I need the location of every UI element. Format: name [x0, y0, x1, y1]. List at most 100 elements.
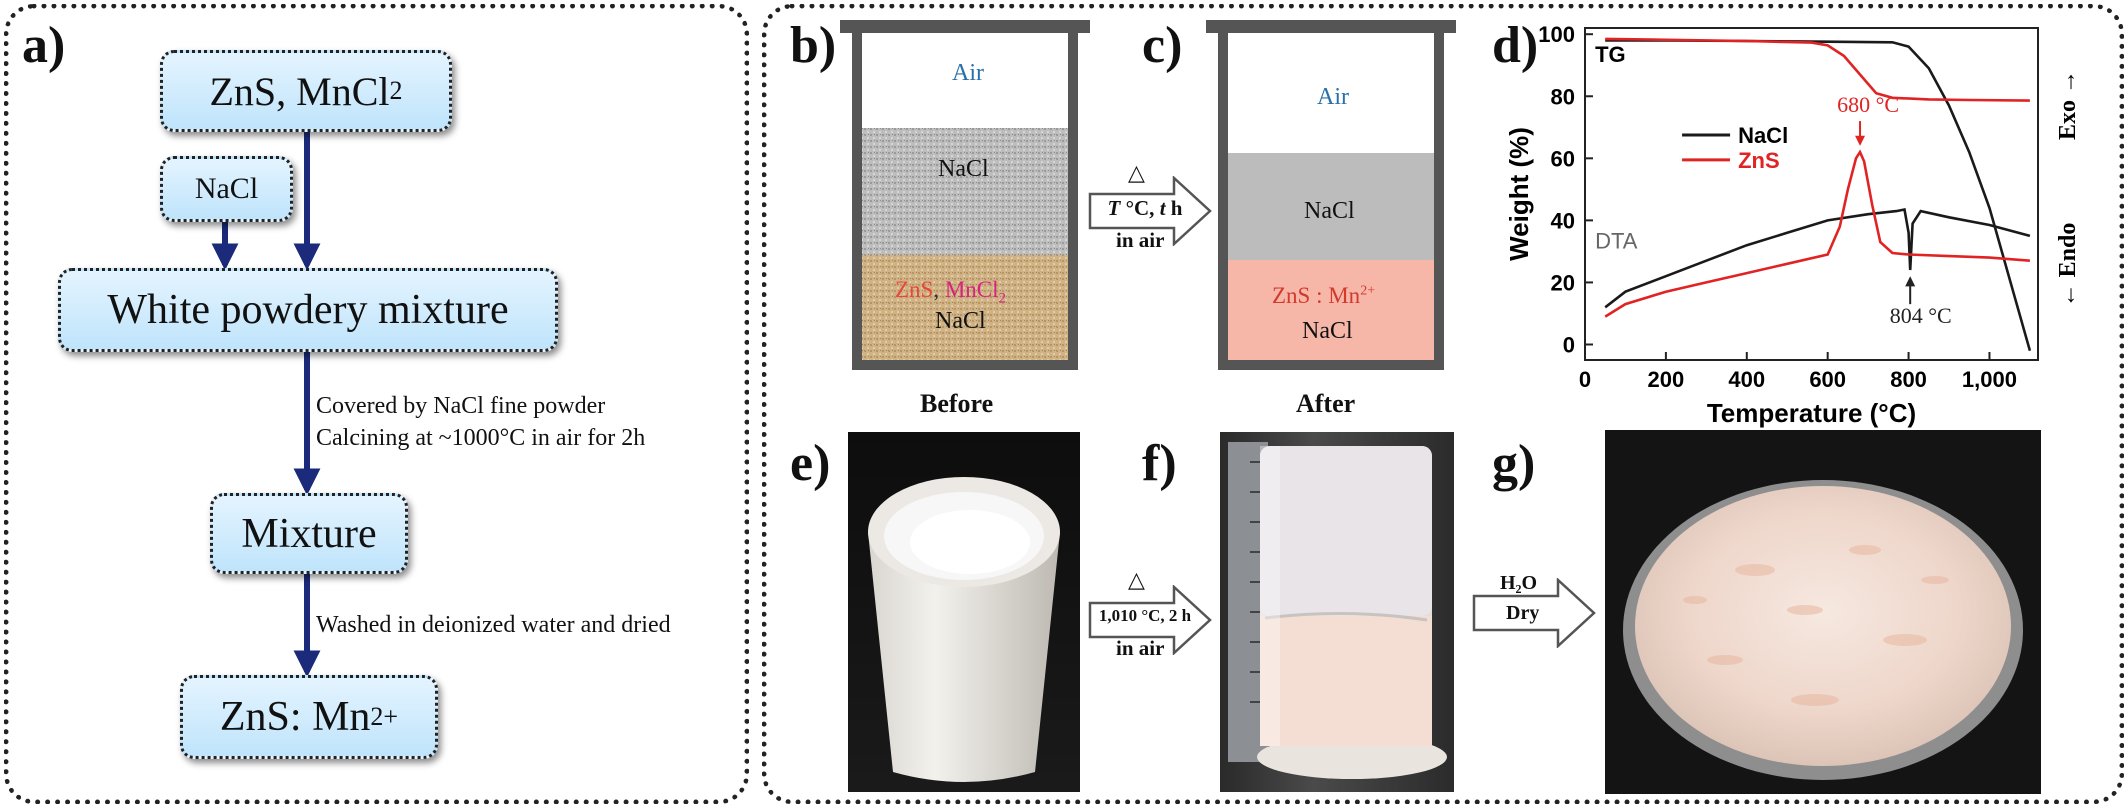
annotation-arrowhead-680 [1855, 135, 1866, 146]
y-tick-label: 20 [1551, 270, 1575, 295]
photo-powder-dish-art [1623, 480, 2023, 780]
photo-powder-dish [1605, 430, 2041, 794]
series-line-zns-dta [1604, 149, 2030, 318]
tg-dta-chart: 0 200 400 600 800 1,000 0 20 40 60 80 100Temperatur… [1504, 22, 2081, 428]
legend-label-nacl: NaCl [1738, 123, 1788, 148]
right-label-endo: ← Endo [2055, 223, 2081, 308]
legend-label-zns: ZnS [1738, 148, 1780, 173]
annotation-peak-680: 680 °C [1837, 92, 1899, 117]
crucible-before-mix-mncl: MnCl [944, 277, 999, 302]
crucible-before-mix-mncl-sub: 2 [998, 290, 1007, 307]
crucible-before-mix-comma: , [933, 277, 940, 302]
crucible-before-graphic [840, 20, 1090, 370]
y-tick-label: 100 [1538, 22, 1575, 47]
y-tick-label: 80 [1551, 84, 1575, 109]
arrow-b-to-c-mid: °C, [1120, 196, 1160, 220]
x-tick-label: 800 [1890, 367, 1927, 392]
arrow-e-to-f-line1: 1,010 °C, 2 h [1098, 606, 1192, 625]
crucible-after-graphic [1206, 20, 1456, 370]
crucible-before-nacl-label: NaCl [938, 156, 989, 182]
plot-frame [1584, 27, 2039, 361]
crucible-before-rim [840, 20, 1090, 33]
annotation-peak-804: 804 °C [1890, 303, 1952, 328]
panel-label-e: e) [790, 435, 831, 492]
arrow-b-to-c-unit: h [1165, 196, 1183, 220]
flow-box-zns-mncl2-text: ZnS, MnCl [209, 68, 390, 114]
crucible-after-product-sup: 2+ [1360, 283, 1376, 299]
series-line-zns-tg [1605, 37, 2030, 102]
panel-label-g: g) [1492, 435, 1536, 492]
crucible-before-mix-layer [862, 255, 1068, 360]
arrow-b-to-c-t: t [1159, 196, 1166, 220]
flow-box-white-powdery-mixture-text: White powdery mixture [107, 287, 509, 333]
crucible-before-caption: Before [920, 389, 994, 418]
crucible-after-air-layer [1228, 33, 1434, 153]
flow-box-mixture-text: Mixture [241, 510, 377, 557]
x-tick-label: 600 [1809, 367, 1846, 392]
panel-label-c: c) [1142, 17, 1183, 74]
photo-crucible-empty-art [868, 477, 1060, 782]
crucible-after-caption: After [1296, 389, 1356, 418]
flow-box-nacl: NaCl [160, 156, 293, 222]
arrow-f-to-g-line2: Dry [1506, 602, 1540, 624]
panel-a-frame [4, 4, 749, 804]
arrow-b-to-c [1088, 176, 1212, 246]
panel-label-d: d) [1492, 17, 1539, 74]
flow-box-mixture: Mixture [210, 493, 408, 574]
x-tick-label: 1,000 [1962, 367, 2017, 392]
x-tick-label: 200 [1648, 367, 1685, 392]
crucible-before-air-label: Air [952, 60, 984, 86]
panel-label-f: f) [1142, 435, 1177, 492]
photo-calcined-crucible-art [1228, 442, 1447, 779]
flow-box-zns-mncl2-sub: 2 [389, 76, 403, 105]
y-tick-label: 40 [1551, 208, 1575, 233]
flow-step2-text: Washed in deionized water and dried [316, 612, 671, 638]
crucible-before-bottom [852, 360, 1078, 370]
x-tick-label: 0 [1579, 367, 1591, 392]
arrow-f-to-g-line1: H₂O [1500, 572, 1538, 594]
panel-label-a: a) [22, 17, 66, 74]
annotation-arrowhead-804 [1905, 276, 1916, 287]
arrow-b-to-c-line2: in air [1116, 228, 1165, 252]
curve-label-tg: TG [1595, 42, 1626, 67]
crucible-before-air-layer [862, 33, 1068, 128]
crucible-after-product-layer [1228, 260, 1434, 360]
flow-box-white-powdery-mixture: White powdery mixture [58, 268, 558, 352]
y-tick-label: 0 [1563, 332, 1575, 357]
y-axis-title: Weight (%) [1504, 127, 1534, 261]
crucible-after-air-label: Air [1317, 84, 1349, 110]
crucible-after-nacl-layer [1228, 153, 1434, 260]
crucible-before-nacl-layer [862, 128, 1068, 255]
flow-box-product-sup: 2+ [370, 702, 399, 731]
crucible-after-rim [1206, 20, 1456, 33]
flow-box-product-text: ZnS: Mn [219, 694, 371, 740]
crucible-after-wall-left [1218, 33, 1228, 370]
panel-label-b: b) [790, 17, 837, 74]
crucible-after-product-text: ZnS : Mn [1272, 283, 1361, 308]
arrow-e-to-f-triangle: △ [1128, 567, 1145, 592]
x-axis-title: Temperature (°C) [1707, 398, 1916, 428]
flow-step1-line1: Covered by NaCl fine powder [316, 393, 606, 419]
arrow-f-to-g [1472, 578, 1596, 648]
photo-calcined-crucible [1220, 432, 1454, 792]
x-tick-label: 400 [1728, 367, 1765, 392]
crucible-after-wall-right [1434, 33, 1444, 370]
arrow-b-to-c-T: T [1107, 196, 1121, 220]
series-line-nacl-dta [1604, 207, 2031, 309]
arrow-e-to-f-line2: in air [1116, 636, 1165, 660]
crucible-after-bottom [1218, 360, 1444, 370]
flow-step1-line2: Calcining at ~1000°C in air for 2h [316, 425, 646, 451]
arrow-e-to-f [1088, 585, 1212, 655]
arrow-b-to-c-triangle: △ [1128, 160, 1145, 185]
crucible-after-nacl-label: NaCl [1304, 198, 1355, 224]
panel-bcdefg-frame [762, 4, 2124, 804]
crucible-before-mix-zns: ZnS [895, 277, 934, 302]
crucible-before-mix-nacl-label: NaCl [935, 308, 986, 334]
series-line-nacl-tg [1605, 39, 2032, 352]
crucible-after-product-label: ZnS : Mn2+ [1272, 283, 1375, 309]
y-tick-label: 60 [1551, 146, 1575, 171]
crucible-after-product-nacl-label: NaCl [1302, 318, 1353, 344]
curve-label-dta: DTA [1595, 228, 1638, 253]
